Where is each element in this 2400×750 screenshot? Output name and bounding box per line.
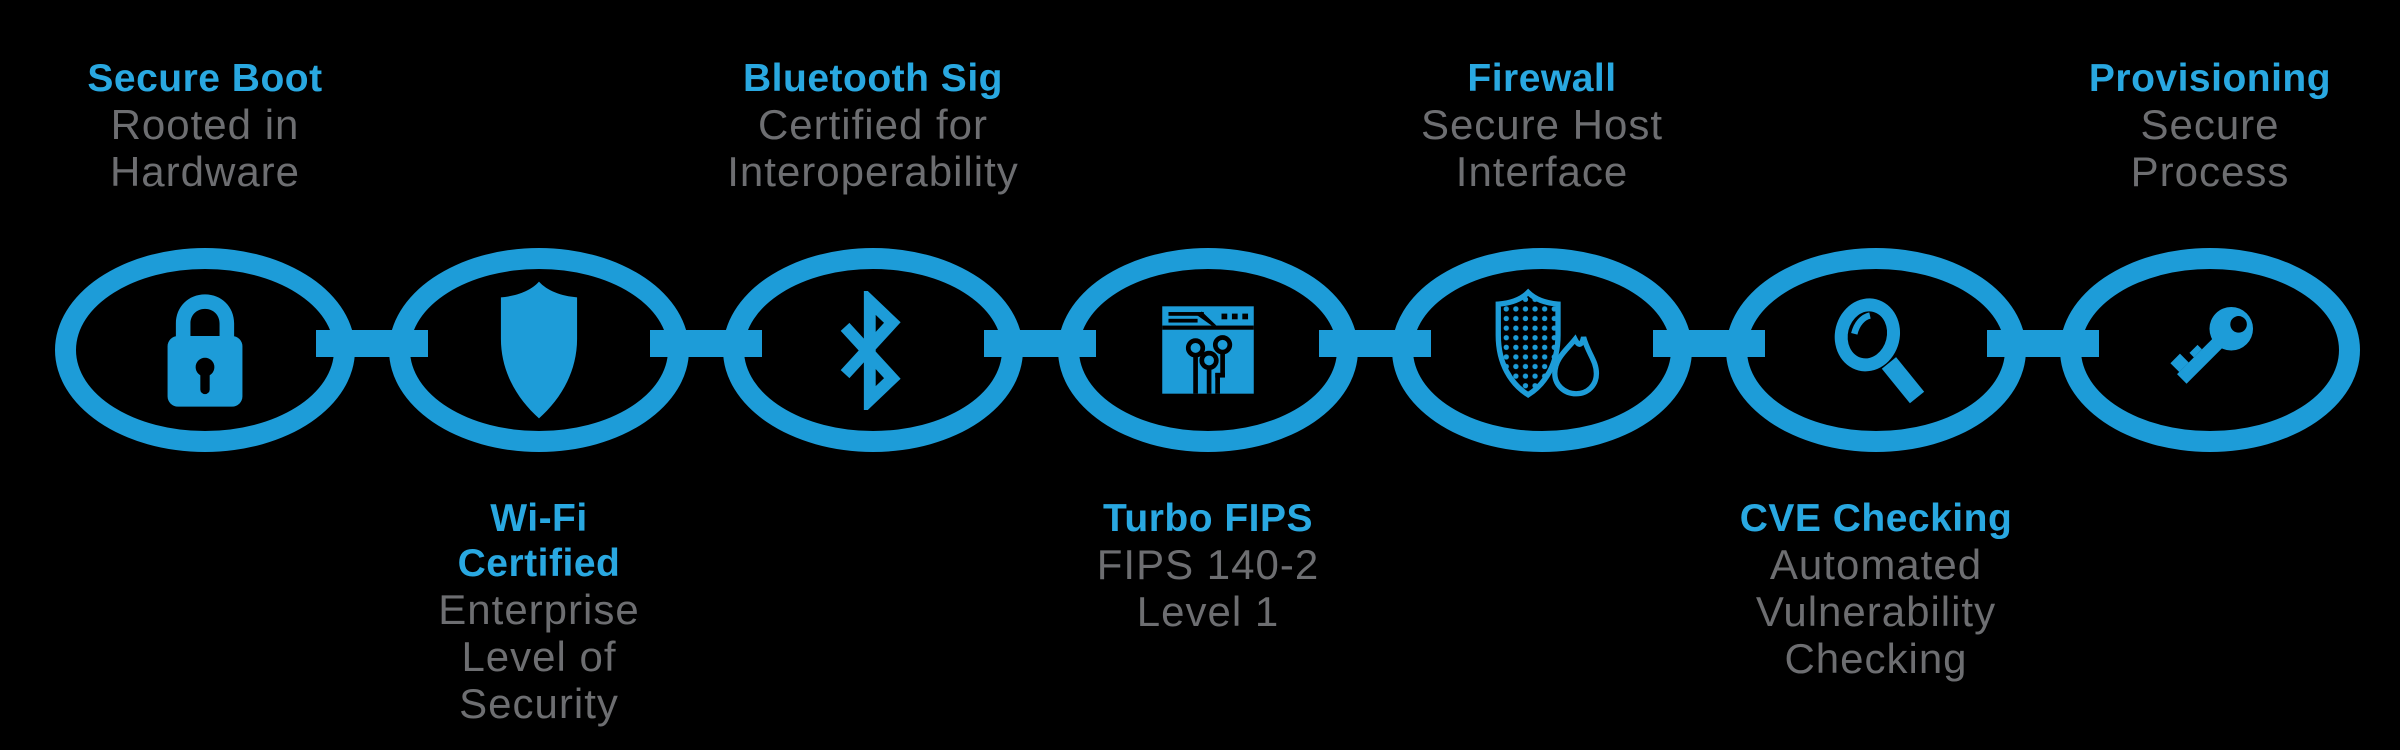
label-subtitle: Secure (2140, 101, 2280, 148)
label-title: Wi-Fi (490, 497, 588, 540)
magnifier-icon (1726, 248, 2026, 452)
label-title: Secure Boot (87, 57, 323, 100)
secure-firmware-icon (1058, 248, 1358, 452)
label-subtitle: Automated (1769, 541, 1983, 588)
label-subtitle: Certified for (757, 101, 989, 148)
label-cve-checking: CVE Checking Automated Vulnerability Che… (1691, 496, 2061, 682)
chain-connector (316, 330, 428, 357)
label-turbo-fips: Turbo FIPS FIPS 140-2 Level 1 (1023, 496, 1393, 635)
label-subtitle: Level of (461, 633, 617, 680)
chain-connector (984, 330, 1096, 357)
label-subtitle: Interoperability (727, 148, 1019, 195)
label-title: Certified (457, 542, 621, 585)
label-subtitle: FIPS 140-2 (1096, 541, 1320, 588)
label-subtitle: Secure Host (1420, 101, 1664, 148)
chain-connector (1653, 330, 1765, 357)
label-firewall: Firewall Secure Host Interface (1357, 56, 1727, 195)
label-subtitle: Process (2130, 148, 2290, 195)
label-subtitle: Rooted in (110, 101, 300, 148)
label-bluetooth-sig: Bluetooth Sig Certified for Interoperabi… (688, 56, 1058, 195)
key-icon (2060, 248, 2360, 452)
label-subtitle: Level 1 (1136, 588, 1280, 635)
label-subtitle: Enterprise (438, 586, 640, 633)
bluetooth-icon (723, 248, 1023, 452)
label-title: Firewall (1467, 57, 1617, 100)
chain-connector (1319, 330, 1431, 357)
lock-icon (55, 248, 355, 452)
label-title: CVE Checking (1739, 497, 2013, 540)
label-subtitle: Hardware (109, 148, 301, 195)
label-title: Turbo FIPS (1102, 497, 1314, 540)
firewall-shield-flame-icon (1392, 248, 1692, 452)
label-title: Provisioning (2088, 57, 2332, 100)
wifi-shield-icon (389, 248, 689, 452)
label-provisioning: Provisioning Secure Process (2025, 56, 2395, 195)
label-subtitle: Interface (1455, 148, 1629, 195)
label-title: Bluetooth Sig (743, 57, 1003, 100)
label-subtitle: Checking (1784, 635, 1968, 682)
label-subtitle: Security (459, 680, 619, 727)
chain-connector (1987, 330, 2099, 357)
label-wifi-certified: Wi-Fi Certified Enterprise Level of Secu… (354, 496, 724, 727)
label-secure-boot: Secure Boot Rooted in Hardware (20, 56, 390, 195)
label-subtitle: Vulnerability (1755, 588, 1997, 635)
chain-connector (650, 330, 762, 357)
